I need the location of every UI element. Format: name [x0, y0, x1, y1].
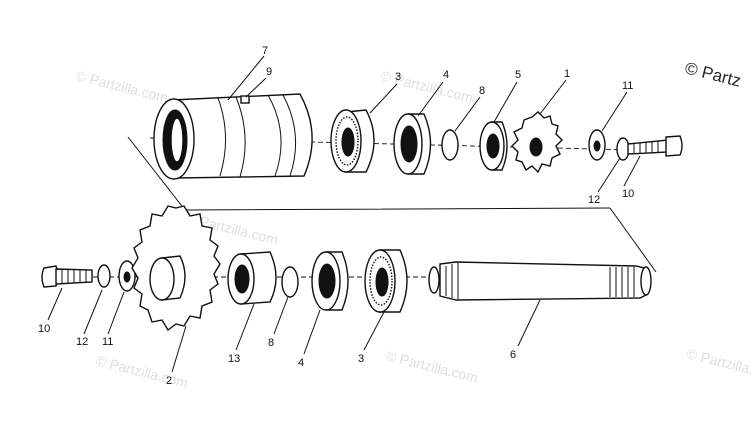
part-6-shaft	[428, 261, 652, 301]
watermark: © Partzilla.com	[384, 347, 479, 385]
callout-4: 4	[443, 69, 449, 81]
part-7-housing	[153, 93, 313, 180]
watermark: © Partzilla.com	[74, 67, 169, 105]
watermark: © Partzilla.com	[379, 67, 474, 105]
part-9-fitting	[240, 95, 250, 104]
part-8-oring-lower	[281, 266, 299, 298]
callout-10: 10	[38, 323, 50, 335]
part-4-race-upper	[393, 113, 432, 175]
upper-row	[149, 93, 683, 180]
callout-10: 10	[622, 188, 634, 200]
callout-2: 2	[166, 375, 172, 387]
callout-11: 11	[622, 80, 633, 92]
callout-4: 4	[298, 357, 304, 369]
part-10-bolt-lower	[41, 265, 93, 288]
part-10-bolt-upper	[627, 135, 683, 157]
callout-9: 9	[266, 66, 272, 78]
part-8-oring-upper	[441, 129, 459, 161]
part-3-bearing-lower	[364, 249, 408, 313]
callout-6: 6	[510, 349, 516, 361]
callout-13: 13	[228, 353, 240, 365]
callout-12: 12	[76, 336, 88, 348]
part-12-lockwasher-upper	[616, 137, 630, 161]
callout-1: 1	[564, 68, 570, 80]
lower-assembly-bracket	[609, 207, 657, 273]
part-3-bearing-upper	[330, 109, 375, 173]
callout-3: 3	[395, 71, 401, 83]
callout-3: 3	[358, 353, 364, 365]
callout-5: 5	[515, 69, 521, 81]
leader-lines	[47, 55, 641, 373]
part-4-race-lower	[311, 251, 349, 311]
lower-row	[41, 205, 652, 332]
part-13-spacer	[227, 251, 277, 305]
callout-7: 7	[262, 45, 268, 57]
watermark: © Partz	[683, 58, 743, 90]
part-12-lockwasher-lower	[97, 264, 111, 288]
callout-8: 8	[479, 85, 485, 97]
part-5-spacer	[479, 121, 508, 171]
part-2-large-sprocket	[131, 205, 221, 332]
watermark: © Partzilla.com	[685, 345, 752, 383]
callout-12: 12	[588, 194, 600, 206]
callout-11: 11	[102, 336, 113, 348]
part-1-small-sprocket	[511, 111, 563, 174]
callout-8: 8	[268, 337, 274, 349]
callout-labels: 7 9 3 4 8 5 1 11 12 10 10 12 11 2 13 8 4…	[38, 45, 634, 387]
watermark: © Partzilla.com	[94, 352, 189, 390]
